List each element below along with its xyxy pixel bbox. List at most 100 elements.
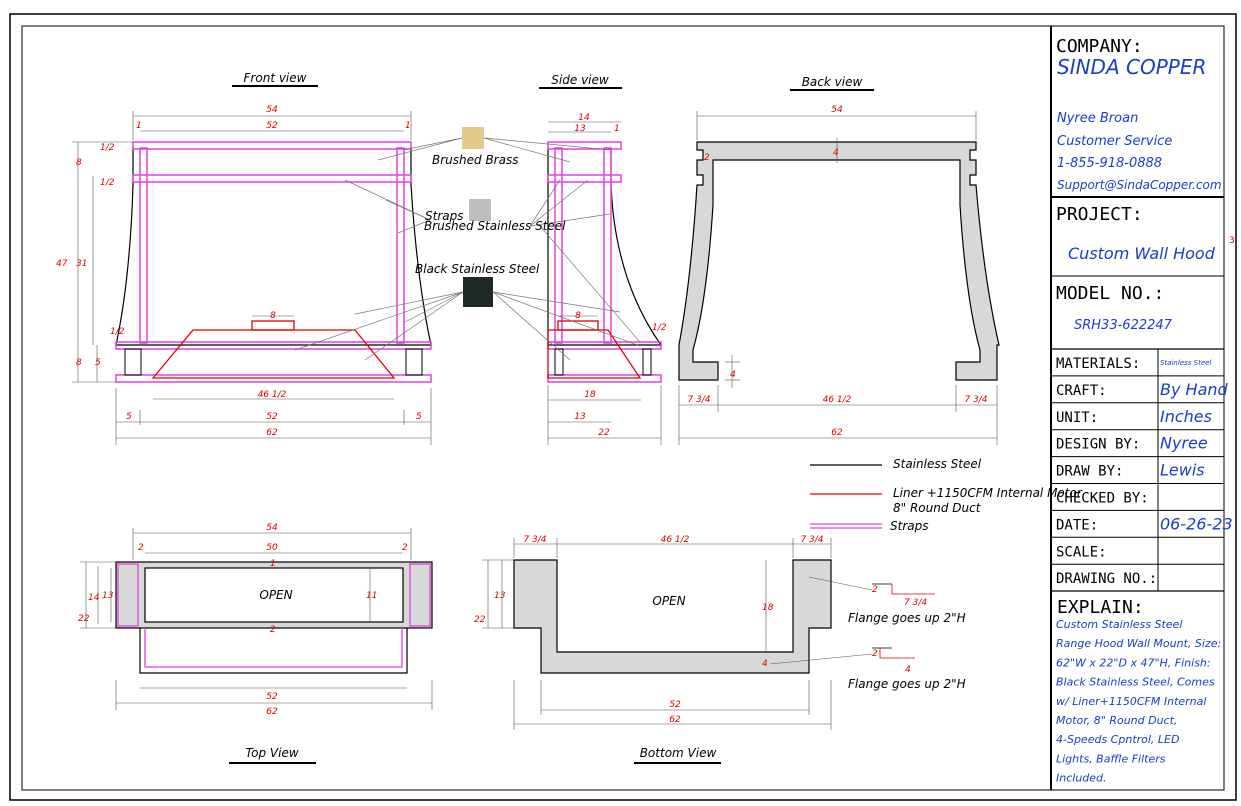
tb-row-value: Inches xyxy=(1160,407,1212,426)
tb-row-value: Lewis xyxy=(1160,461,1205,480)
dim-top-54: 54 xyxy=(266,523,278,533)
company-label: COMPANY: xyxy=(1056,36,1143,57)
tb-row-label: DATE: xyxy=(1056,517,1098,533)
back-view-title: Back view xyxy=(802,75,863,89)
legend-stainless: Stainless Steel xyxy=(893,457,982,471)
dim-front-31: 31 xyxy=(76,259,87,269)
dim-bottom-46-5: 46 1/2 xyxy=(661,535,690,545)
dim-bottom-7-75b: 7 3/4 xyxy=(800,535,823,545)
tb-row-label: DESIGN BY: xyxy=(1056,437,1140,453)
explain-line: Black Stainless Steel, Comes xyxy=(1056,676,1215,689)
dim-back-46-5: 46 1/2 xyxy=(823,395,852,405)
dim-bottom-22: 22 xyxy=(474,615,486,625)
top-open-label: OPEN xyxy=(259,588,292,602)
dim-flange-4: 4 xyxy=(905,665,911,675)
dim-top-14: 14 xyxy=(88,593,100,603)
top-view: 54 50 2 2 1 OPEN 22 14 13 11 2 52 62 xyxy=(78,523,433,717)
explain-line: Range Hood Wall Mount, Size: xyxy=(1056,637,1221,650)
outer-border xyxy=(9,13,1237,801)
dim-front-52b: 52 xyxy=(266,412,278,422)
dim-top-52: 52 xyxy=(266,692,278,702)
line-legend: Stainless Steel Liner +1150CFM Internal … xyxy=(810,457,1083,533)
view-titles: Front view Side view Back view Top View … xyxy=(229,71,874,764)
black-steel-label: Black Stainless Steel xyxy=(415,262,540,276)
dim-top-50: 50 xyxy=(266,543,278,553)
explain-line: 62"W x 22"D x 47"H, Finish: xyxy=(1056,656,1211,669)
explain-line: Included. xyxy=(1056,772,1107,785)
front-view-title: Front view xyxy=(244,71,307,85)
dim-front-54: 54 xyxy=(266,105,278,115)
legend-straps: Straps xyxy=(890,519,928,533)
dim-front-5: 5 xyxy=(95,358,101,368)
tb-row-label: CRAFT: xyxy=(1056,383,1107,399)
dim-side-1: 1 xyxy=(614,124,620,134)
dim-top-2b: 2 xyxy=(402,543,408,553)
dim-top-22: 22 xyxy=(78,614,90,624)
company-name: SINDA COPPER xyxy=(1057,55,1206,79)
dim-top-11: 11 xyxy=(366,591,377,601)
dim-side-14: 14 xyxy=(578,113,590,123)
inner-border xyxy=(21,25,1225,791)
dim-front-62: 62 xyxy=(266,428,278,438)
dim-flange-2b: 2 xyxy=(872,649,878,659)
contact-email: Support@SindaCopper.com xyxy=(1057,178,1222,192)
dim-side-22: 22 xyxy=(598,428,610,438)
tb-row-value: Nyree xyxy=(1160,434,1208,453)
tb-row-value: 06-26-23 xyxy=(1160,514,1233,533)
bottom-open-label: OPEN xyxy=(652,594,685,608)
dim-back-4: 4 xyxy=(833,148,839,158)
dim-flange-7-75: 7 3/4 xyxy=(904,598,927,608)
project-name: Custom Wall Hood xyxy=(1068,244,1216,263)
dim-front-46-5: 46 1/2 xyxy=(258,390,287,400)
explain-line: Motor, 8" Round Duct, xyxy=(1056,714,1177,727)
dim-back-7-75a: 7 3/4 xyxy=(687,395,710,405)
explain-line: Lights, Baffle Filters xyxy=(1056,752,1166,765)
model-number: SRH33-622247 xyxy=(1074,318,1173,333)
flange-note-2: Flange goes up 2"H xyxy=(848,677,966,691)
bottom-view-title: Bottom View xyxy=(640,746,717,760)
side-view: 14 13 1 8 1/2 18 13 22 xyxy=(547,113,667,445)
dim-front-52: 52 xyxy=(266,121,278,131)
explain-line: w/ Liner+1150CFM Internal xyxy=(1056,695,1206,708)
dim-bottom-13: 13 xyxy=(494,591,506,601)
top-view-title: Top View xyxy=(245,746,299,760)
dim-bottom-52: 52 xyxy=(669,700,681,710)
dim-front-47: 47 xyxy=(56,259,68,269)
tb-row-label: CHECKED BY: xyxy=(1056,491,1149,507)
brushed-steel-swatch xyxy=(469,199,491,221)
project-label: PROJECT: xyxy=(1056,204,1143,225)
contact-phone: 1-855-918-0888 xyxy=(1057,156,1162,171)
legend-liner: Liner +1150CFM Internal Motor xyxy=(893,486,1083,500)
dim-front-1a: 1 xyxy=(136,121,142,131)
tb-row-label: DRAWING NO.: xyxy=(1056,571,1157,587)
dim-side-half: 1/2 xyxy=(652,323,667,333)
bottom-view: 7 3/4 46 1/2 7 3/4 OPEN 13 22 18 4 52 62… xyxy=(474,535,966,730)
dim-front-quarter: 1/2 xyxy=(110,327,125,337)
dim-back-62: 62 xyxy=(831,428,843,438)
dim-top-2a: 2 xyxy=(138,543,144,553)
straps-label: Straps xyxy=(425,209,463,223)
dim-front-half-b: 1/2 xyxy=(100,178,115,188)
tb-row-value: Stainless Steel xyxy=(1160,359,1211,367)
tb-row-label: DRAW BY: xyxy=(1056,464,1123,480)
dim-front-half-a: 1/2 xyxy=(100,143,115,153)
dim-front-8a: 8 xyxy=(76,158,82,168)
dim-bottom-7-75a: 7 3/4 xyxy=(523,535,546,545)
flange-note-1: Flange goes up 2"H xyxy=(848,611,966,625)
dim-side-13: 13 xyxy=(574,124,586,134)
brass-label: Brushed Brass xyxy=(432,153,518,167)
dim-bottom-4: 4 xyxy=(762,659,768,669)
explain-line: Custom Stainless Steel xyxy=(1056,618,1182,631)
dim-back-h4: 4 xyxy=(730,370,736,380)
dim-side-13b: 13 xyxy=(574,412,586,422)
dim-bottom-62: 62 xyxy=(669,715,681,725)
dim-front-8-duct: 8 xyxy=(270,311,276,321)
dim-flange-2a: 2 xyxy=(872,585,878,595)
explain-label: EXPLAIN: xyxy=(1057,597,1144,618)
dim-front-5a: 5 xyxy=(126,412,132,422)
explain-line: 4-Speeds Cpntrol, LED xyxy=(1056,733,1179,746)
tb-row-label: MATERIALS: xyxy=(1056,356,1140,372)
dim-back-2: 2 xyxy=(704,153,710,163)
dim-back-54: 54 xyxy=(831,105,843,115)
